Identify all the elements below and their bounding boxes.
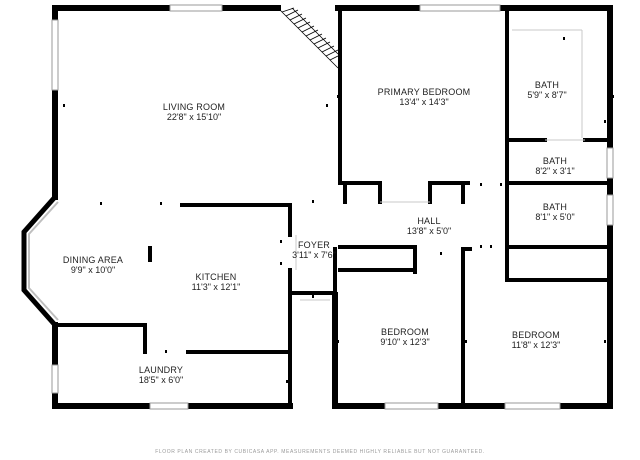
windows xyxy=(51,4,614,410)
door-markers xyxy=(63,37,614,407)
opening-guides xyxy=(295,29,585,301)
room-name: BATH xyxy=(542,202,568,212)
room-dimensions: 11'3" x 12'1" xyxy=(191,282,241,293)
room-bedroom-2: BEDROOM 11'8" x 12'3" xyxy=(512,330,561,351)
room-dimensions: 13'8" x 5'0" xyxy=(406,226,452,237)
room-dimensions: 11'8" x 12'3" xyxy=(511,340,561,351)
stairs xyxy=(277,7,339,69)
room-bath-1: BATH 5'9" x 8'7" xyxy=(527,80,566,101)
room-dimensions: 8'2" x 3'1" xyxy=(535,166,575,177)
room-dimensions: 3'11" x 7'6" xyxy=(292,250,336,261)
room-dimensions: 9'9" x 10'0" xyxy=(70,265,116,276)
room-kitchen: KITCHEN 11'3" x 12'1" xyxy=(192,272,241,293)
room-bedroom-1: BEDROOM 9'10" x 12'3" xyxy=(380,327,429,348)
room-dimensions: 13'4" x 14'3" xyxy=(399,97,449,108)
room-name: BEDROOM xyxy=(381,327,429,337)
room-name: BATH xyxy=(534,80,560,90)
room-name: BEDROOM xyxy=(512,330,560,340)
room-hall: HALL 13'8" x 5'0" xyxy=(407,216,451,237)
room-dimensions: 9'10" x 12'3" xyxy=(380,337,430,348)
room-primary-bedroom: PRIMARY BEDROOM 13'4" x 14'3" xyxy=(378,87,471,108)
interior-walls xyxy=(53,6,612,408)
room-bath-2: BATH 8'2" x 3'1" xyxy=(535,156,574,177)
room-dimensions: 22'8" x 15'10" xyxy=(166,112,222,123)
room-dimensions: 5'9" x 8'7" xyxy=(527,90,567,101)
room-name: LAUNDRY xyxy=(138,365,184,375)
room-name: FOYER xyxy=(297,240,330,250)
room-name: DINING AREA xyxy=(62,255,124,265)
exterior-walls xyxy=(52,5,613,409)
room-name: KITCHEN xyxy=(195,272,237,282)
disclaimer-text: FLOOR PLAN CREATED BY CUBICASA APP. MEAS… xyxy=(155,449,485,455)
room-name: PRIMARY BEDROOM xyxy=(377,87,471,97)
room-dining-area: DINING AREA 9'9" x 10'0" xyxy=(63,255,123,276)
room-name: LIVING ROOM xyxy=(162,102,226,112)
room-laundry: LAUNDRY 18'5" x 6'0" xyxy=(139,365,183,386)
bay-window xyxy=(21,195,59,327)
room-name: HALL xyxy=(417,216,441,226)
room-bath-3: BATH 8'1" x 5'0" xyxy=(535,202,574,223)
room-name: BATH xyxy=(542,156,568,166)
room-dimensions: 18'5" x 6'0" xyxy=(138,375,184,386)
room-dimensions: 8'1" x 5'0" xyxy=(535,212,575,223)
room-living-room: LIVING ROOM 22'8" x 15'10" xyxy=(163,102,225,123)
room-foyer: FOYER 3'11" x 7'6" xyxy=(292,240,336,261)
